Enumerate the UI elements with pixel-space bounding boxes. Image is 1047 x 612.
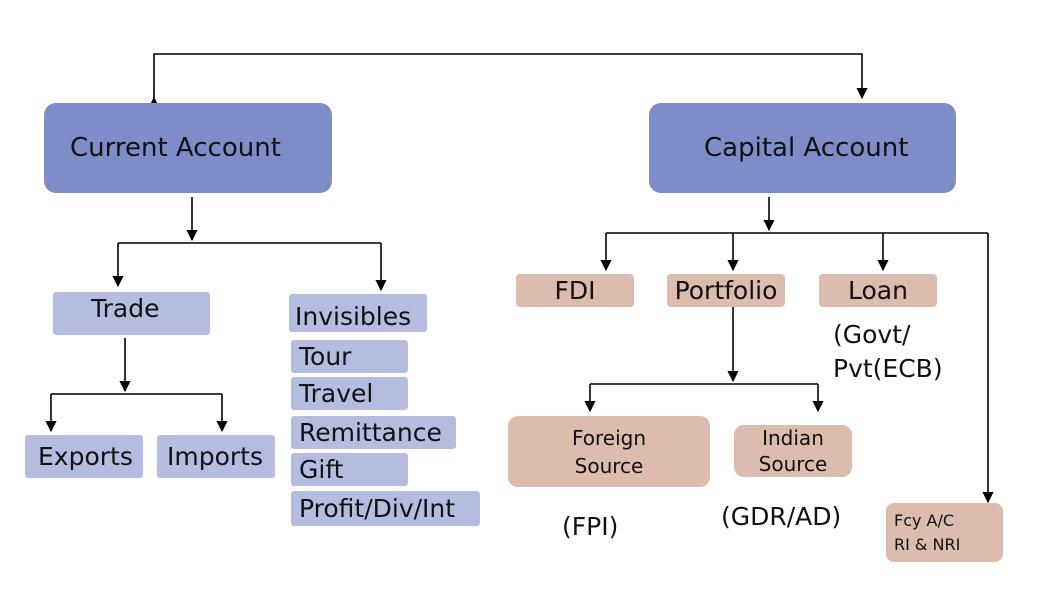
gift-label: Gift: [299, 455, 344, 484]
invisibles-box: Invisibles: [289, 294, 427, 332]
invisibles-item-remittance: Remittance: [291, 416, 456, 449]
current-account-box: Current Account: [44, 103, 332, 193]
fdi-box: FDI: [516, 274, 634, 307]
foreign-source-line1: Foreign: [571, 425, 647, 450]
invisibles-item-tour: Tour: [291, 340, 408, 373]
invisibles-label: Invisibles: [295, 301, 412, 331]
profit-div-int-label: Profit/Div/Int: [299, 494, 456, 523]
current-account-label: Current Account: [70, 133, 281, 163]
top-bracket-line: [148, 53, 868, 109]
fcy-line1: Fcy A/C: [894, 510, 955, 530]
indian-source-line2: Source: [758, 452, 828, 476]
gdr-ad-note: (GDR/AD): [721, 502, 842, 531]
trade-label: Trade: [91, 294, 160, 323]
exports-label: Exports: [38, 442, 133, 471]
remittance-label: Remittance: [299, 418, 442, 447]
tour-label: Tour: [299, 342, 352, 371]
capital-account-label: Capital Account: [704, 133, 909, 163]
portfolio-box: Portfolio: [667, 274, 785, 307]
invisibles-item-gift: Gift: [291, 453, 408, 486]
loan-label: Loan: [848, 276, 908, 305]
capital-account-box: Capital Account: [649, 103, 956, 193]
loan-box: Loan: [819, 274, 937, 307]
indian-source-box: Indian Source: [734, 425, 852, 477]
imports-label: Imports: [167, 442, 263, 471]
loan-note-line1: (Govt/: [833, 320, 911, 349]
loan-note: (Govt/ Pvt(ECB): [833, 318, 943, 386]
imports-box: Imports: [157, 435, 275, 478]
portfolio-label: Portfolio: [674, 276, 778, 305]
fcy-line2: RI & NRI: [894, 534, 961, 554]
invisibles-item-profit-div-int: Profit/Div/Int: [291, 491, 480, 526]
fdi-label: FDI: [554, 276, 596, 305]
trade-box: Trade: [53, 292, 210, 335]
foreign-source-box: Foreign Source: [508, 416, 710, 487]
loan-note-line2: Pvt(ECB): [833, 354, 943, 383]
indian-source-line1: Indian: [762, 426, 824, 450]
exports-box: Exports: [25, 435, 143, 478]
fcy-account-box: Fcy A/C RI & NRI: [886, 503, 1003, 562]
foreign-source-line2: Source: [574, 453, 644, 478]
fpi-note: (FPI): [562, 512, 619, 541]
invisibles-item-travel: Travel: [291, 377, 408, 410]
travel-label: Travel: [299, 379, 374, 408]
